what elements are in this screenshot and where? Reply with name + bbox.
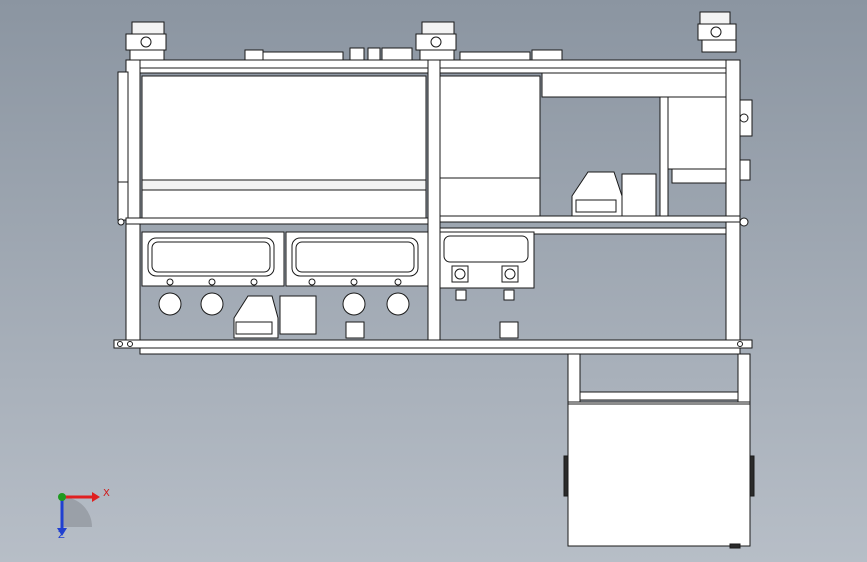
gauge-3 [342, 292, 366, 316]
left-cabinet-base [141, 189, 427, 219]
left-display-panel-1 [141, 231, 285, 287]
gearbox-lower [233, 295, 317, 339]
post-center [427, 59, 441, 343]
left-cabinet-lip [141, 179, 427, 191]
lower-cabinet-handle-right [749, 455, 755, 497]
center-display-panel [439, 231, 535, 301]
lower-frame-post-right [737, 353, 751, 403]
center-cabinet [439, 75, 541, 179]
lower-frame-post-left [567, 353, 581, 403]
center-cabinet-base [439, 177, 541, 217]
bottom-bolt-left [117, 341, 123, 347]
left-shelf-rail [125, 217, 429, 225]
lower-cabinet-foot [729, 543, 741, 549]
z-axis-label: Z [58, 530, 65, 541]
right-motor-base [671, 168, 727, 184]
small-bracket-1 [345, 321, 365, 339]
right-side-clip [739, 159, 751, 181]
left-side-bracket [117, 71, 129, 183]
right-motor-housing [667, 96, 727, 170]
right-side-knob [739, 113, 749, 123]
x-axis-label: X [103, 488, 110, 499]
gauge-4 [386, 292, 410, 316]
x-axis-arrowhead [92, 492, 100, 502]
gauge-2 [200, 292, 224, 316]
left-side-bracket-lower [117, 181, 129, 221]
lower-cabinet-handle-left [563, 455, 569, 497]
middle-shelf-rail-lower [439, 227, 727, 235]
caster-wheel-right [697, 11, 737, 53]
bottom-rail-lower [139, 347, 741, 355]
z-axis-arrowhead [57, 528, 67, 536]
top-shaft-assembly [244, 47, 563, 61]
right-upper-housing [541, 72, 727, 98]
left-bolt [117, 218, 125, 226]
triad-shadow [62, 497, 92, 527]
gauge-1 [158, 292, 182, 316]
right-inner-post [659, 96, 669, 218]
caster-wheel-left [125, 21, 167, 61]
middle-shelf-rail [439, 215, 741, 223]
gearbox-upper [571, 171, 657, 217]
lower-frame-rail [579, 391, 739, 401]
post-right [725, 59, 741, 343]
bottom-bolt-left-2 [127, 341, 133, 347]
left-cabinet [141, 75, 427, 181]
left-display-panel-2 [285, 231, 429, 287]
axis-triad[interactable] [57, 492, 100, 536]
y-axis-dot [58, 493, 66, 501]
bottom-bolt-right [737, 341, 743, 347]
caster-wheel-center [415, 21, 457, 61]
small-bracket-2 [499, 321, 519, 339]
right-bolt [739, 217, 749, 227]
bottom-rail [113, 339, 753, 349]
lower-cabinet [567, 401, 751, 547]
